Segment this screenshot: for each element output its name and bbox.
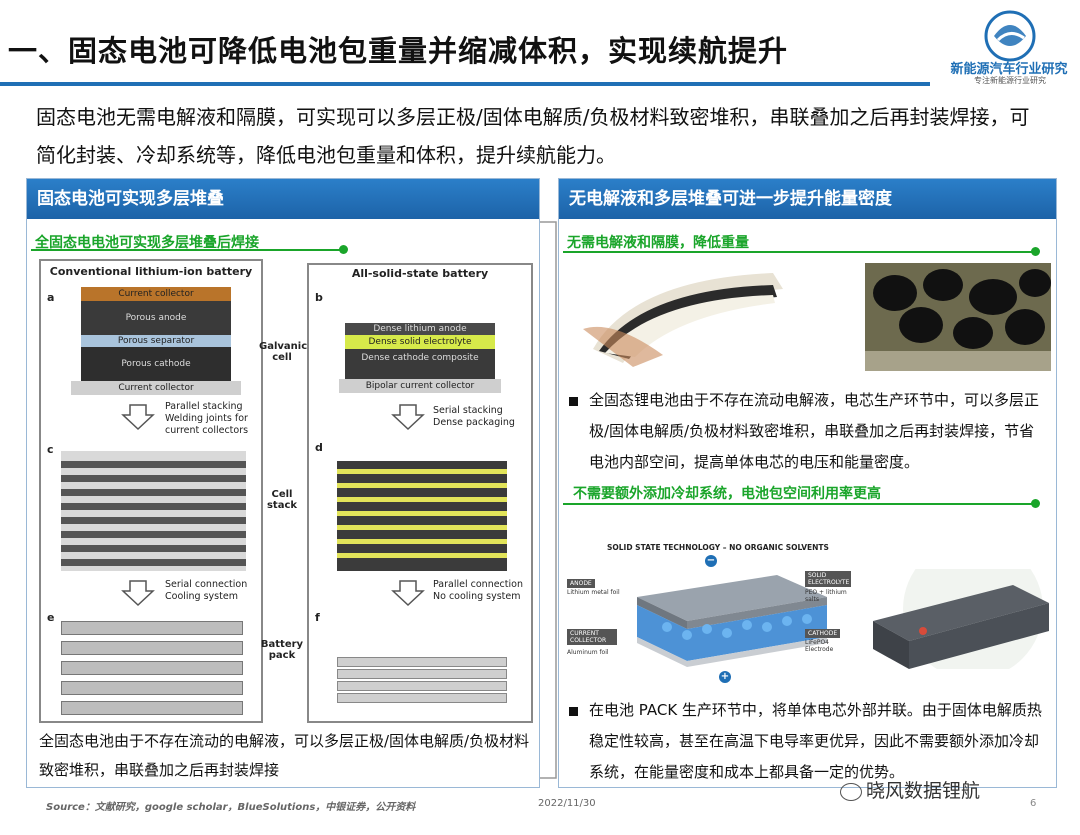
conv-top-collector: Current collector	[81, 287, 231, 301]
logo-name: 新能源汽车行业研究	[950, 62, 1068, 77]
left-subheading-dot	[339, 245, 348, 254]
ss-note-parallel: Parallel connection	[433, 579, 523, 590]
right-subheading-1-rule	[563, 251, 1033, 253]
conv-bottom-collector: Current collector	[71, 381, 241, 395]
title-rule	[0, 82, 930, 86]
footer-source: Source：文献研究，google scholar，BlueSolutions…	[46, 802, 416, 813]
footer-date: 2022/11/30	[538, 798, 596, 809]
ss-note-serial: Serial stacking	[433, 405, 503, 416]
bullet-1-text: 全固态锂电池由于不存在流动电解液，电芯生产环节中，可以多层正极/固体电解质/负极…	[589, 391, 1040, 471]
figure-letter-b: b	[315, 291, 323, 304]
logo-icon	[984, 10, 1036, 62]
down-arrow-icon	[391, 404, 425, 431]
left-caption: 全固态电池由于不存在流动的电解液，可以多层正极/固体电解质/负极材料致密堆积，串…	[39, 732, 530, 779]
panel-connector	[540, 221, 557, 779]
cell-layers-graphic	[637, 575, 827, 667]
anode-label: ANODE	[567, 579, 595, 588]
label-battery-pack: Battery pack	[260, 639, 304, 661]
conv-note-serial: Serial connection	[165, 579, 248, 590]
solid-electrolyte-particles-image	[865, 263, 1051, 371]
down-arrow-icon	[121, 580, 155, 607]
cathode-label: CATHODE	[805, 629, 841, 638]
wechat-icon	[840, 782, 862, 801]
conv-separator: Porous separator	[81, 335, 231, 347]
conv-cathode: Porous cathode	[81, 347, 231, 381]
anode-desc: Lithium metal foil	[567, 589, 620, 596]
right-panel: 无电解液和多层堆叠可进一步提升能量密度 无需电解液和隔膜，降低重量 全固态锂电池…	[558, 178, 1057, 788]
right-subheading-2: 不需要额外添加冷却系统，电池包空间利用率更高	[573, 486, 881, 502]
footer-watermark: 晓风数据锂航	[840, 776, 980, 803]
electrode-film-image	[583, 273, 783, 367]
conv-note-parallel: Parallel stacking	[165, 401, 243, 412]
ss-cell-stack	[337, 461, 507, 571]
particles-graphic	[865, 269, 1051, 371]
page-title: 一、固态电池可降低电池包重量并缩减体积，实现续航提升	[8, 34, 789, 68]
conv-note-cooling: Cooling system	[165, 591, 238, 602]
plus-terminal-icon: +	[719, 671, 731, 683]
left-subheading: 全固态电电池可实现多层堆叠后焊接	[35, 235, 259, 251]
electrolyte-label: SOLID ELECTROLYTE	[805, 571, 851, 587]
right-subheading-1: 无需电解液和隔膜，降低重量	[567, 235, 749, 251]
battery-pack-image	[873, 569, 1049, 669]
conv-cell-stack	[61, 451, 246, 571]
brand-logo	[940, 6, 1080, 90]
figure-letter-c: c	[47, 443, 54, 456]
diagram-title: SOLID STATE TECHNOLOGY – NO ORGANIC SOLV…	[607, 543, 829, 552]
label-galvanic-cell: Galvanic cell	[259, 341, 308, 363]
watermark-text: 晓风数据锂航	[866, 780, 981, 802]
conv-anode: Porous anode	[81, 301, 231, 335]
bullet-square-icon	[569, 397, 578, 406]
solid-state-battery-figure: All-solid-state battery b Dense lithium …	[307, 263, 533, 723]
intro-paragraph: 固态电池无需电解液和隔膜，可实现可以多层正极/固体电解质/负极材料致密堆积，串联…	[36, 105, 1030, 167]
right-subheading-2-rule	[563, 503, 1033, 505]
conv-note-welding: Welding joints for current collectors	[165, 413, 249, 436]
right-subheading-2-dot	[1031, 499, 1040, 508]
current-collector-label: CURRENT COLLECTOR	[567, 629, 617, 645]
right-panel-heading: 无电解液和多层堆叠可进一步提升能量密度	[559, 179, 1056, 219]
logo-subtitle: 专注新能源行业研究	[974, 76, 1046, 85]
bullet-square-icon	[569, 707, 578, 716]
ss-note-no-cooling: No cooling system	[433, 591, 521, 602]
label-cell-stack: Cell stack	[266, 489, 298, 511]
figure-letter-d: d	[315, 441, 323, 454]
solid-state-title: All-solid-state battery	[351, 267, 489, 280]
figure-letter-f: f	[315, 611, 320, 624]
ss-anode: Dense lithium anode	[345, 323, 495, 335]
ss-electrolyte: Dense solid electrolyte	[345, 335, 495, 349]
down-arrow-icon	[121, 404, 155, 431]
conventional-battery-figure: Conventional lithium-ion battery a Curre…	[39, 259, 263, 723]
solid-state-diagram: SOLID STATE TECHNOLOGY – NO ORGANIC SOLV…	[567, 539, 1051, 687]
right-subheading-1-dot	[1031, 247, 1040, 256]
figure-letter-e: e	[47, 611, 55, 624]
bullet-2-text: 在电池 PACK 生产环节中，将单体电芯外部并联。由于固体电解质热稳定性较高，甚…	[589, 701, 1042, 781]
left-panel: 固态电池可实现多层堆叠 全固态电电池可实现多层堆叠后焊接 Conventiona…	[26, 178, 540, 788]
ss-cathode: Dense cathode composite	[345, 349, 495, 379]
left-subheading-rule	[31, 249, 341, 251]
electrolyte-desc: PEO + lithium salts	[805, 589, 847, 603]
cathode-desc: LiFePO4 Electrode	[805, 639, 834, 653]
ss-battery-pack	[337, 657, 507, 711]
page-number: 6	[1030, 798, 1037, 809]
down-arrow-icon	[391, 580, 425, 607]
conv-battery-pack	[61, 621, 246, 715]
current-collector-desc: Aluminum foil	[567, 649, 609, 656]
figure-letter-a: a	[47, 291, 55, 304]
minus-terminal-icon: −	[705, 555, 717, 567]
conventional-title: Conventional lithium-ion battery	[49, 265, 253, 278]
ss-bipolar-collector: Bipolar current collector	[339, 379, 501, 393]
left-panel-heading: 固态电池可实现多层堆叠	[27, 179, 539, 219]
ss-note-dense: Dense packaging	[433, 417, 515, 428]
